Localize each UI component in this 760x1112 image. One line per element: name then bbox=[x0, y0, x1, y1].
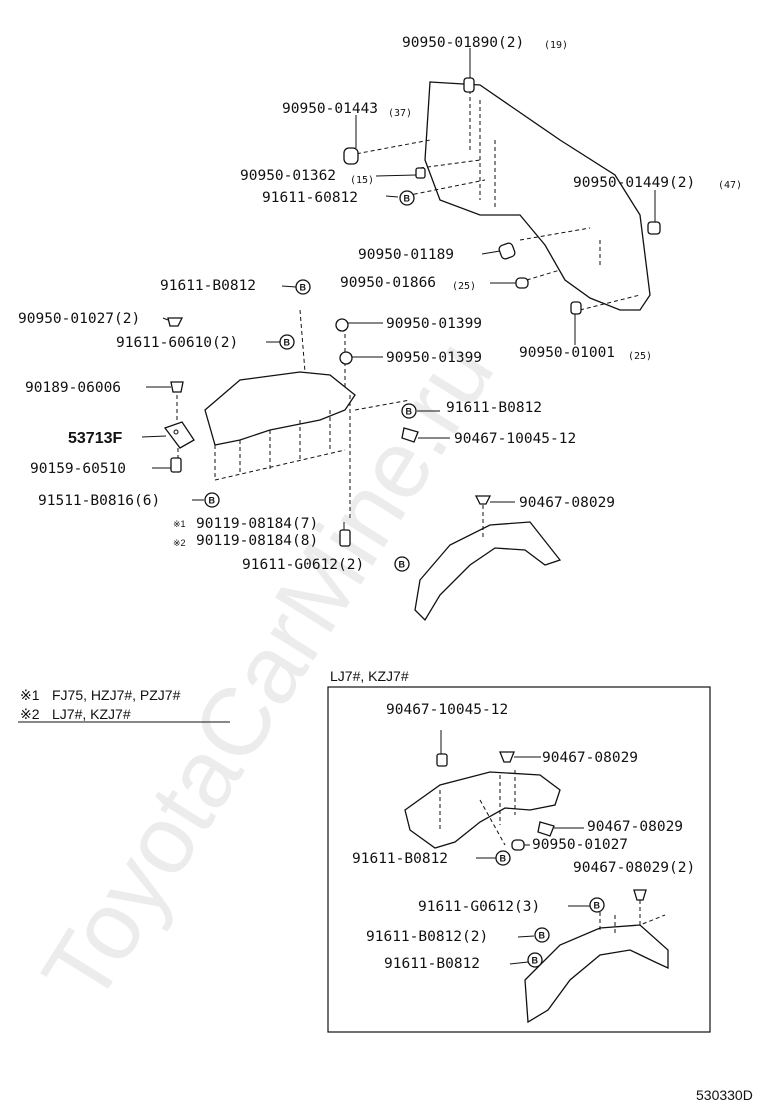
inset-callout-i3: 90467-08029 bbox=[587, 819, 683, 835]
callout-c7: 90950-01866 bbox=[340, 275, 436, 291]
figure-code: 530330D bbox=[696, 1087, 753, 1103]
inset-callout-i8: 91611-B0812(2) bbox=[366, 929, 488, 945]
callout-c6: 90950-01189 bbox=[358, 247, 454, 263]
callout-c1: 90950-01890(2) bbox=[402, 35, 524, 51]
bolt-symbol-icon: B bbox=[394, 556, 410, 572]
svg-text:B: B bbox=[594, 901, 601, 911]
leader-lines bbox=[141, 48, 656, 530]
svg-text:B: B bbox=[284, 338, 291, 348]
callout-c21-mark: ※1 bbox=[173, 519, 186, 529]
note-1-text: FJ75, HZJ7#, PZJ7# bbox=[52, 687, 181, 703]
callout-c8: 91611-B0812 bbox=[160, 278, 256, 294]
svg-text:B: B bbox=[539, 931, 546, 941]
callout-c13: 90950-01001 bbox=[519, 345, 615, 361]
callout-c2-size: (37) bbox=[388, 108, 412, 119]
bolt-symbol-icon: B bbox=[279, 334, 295, 350]
callout-c9: 90950-01027(2) bbox=[18, 311, 140, 327]
callout-c15: 91611-B0812 bbox=[446, 400, 542, 416]
svg-text:B: B bbox=[399, 560, 406, 570]
callout-c13-size: (25) bbox=[628, 351, 652, 362]
svg-text:B: B bbox=[406, 407, 413, 417]
inset-callout-i4: 90950-01027 bbox=[532, 837, 628, 853]
applicability-notes: ※1 FJ75, HZJ7#, PZJ7# ※2 LJ7#, KZJ7# bbox=[18, 687, 230, 723]
callout-c17: 90467-10045-12 bbox=[454, 431, 576, 447]
inset-title: LJ7#, KZJ7# bbox=[330, 668, 409, 684]
callout-c18: 90159-60510 bbox=[30, 461, 126, 477]
bolt-symbols: B B B B B B bbox=[204, 190, 417, 572]
bolt-symbol-icon: B bbox=[399, 190, 415, 206]
upper-fender-liner bbox=[349, 81, 651, 311]
note-2-mark: ※2 bbox=[20, 706, 40, 722]
callout-c3-size: (15) bbox=[350, 175, 374, 186]
callout-c22: 90119-08184(8) bbox=[196, 533, 318, 549]
callout-c22-mark: ※2 bbox=[173, 538, 186, 548]
inset-panel: LJ7#, KZJ7# B B B B 90467-10045-12 bbox=[327, 668, 711, 1033]
callout-c12: 90950-01399 bbox=[386, 350, 482, 366]
inset-callout-i7: 91611-G0612(3) bbox=[418, 899, 540, 915]
svg-text:B: B bbox=[300, 283, 307, 293]
callout-c3: 90950-01362 bbox=[240, 168, 336, 184]
callout-c14: 90189-06006 bbox=[25, 380, 121, 396]
callout-c5-size: (47) bbox=[718, 180, 742, 191]
inset-callout-i5: 91611-B0812 bbox=[352, 851, 448, 867]
bolt-symbol-icon: B bbox=[495, 850, 511, 866]
bracket-53713F bbox=[163, 395, 195, 465]
grommets bbox=[167, 77, 661, 547]
note-1-mark: ※1 bbox=[20, 687, 40, 703]
svg-text:B: B bbox=[404, 194, 411, 204]
callout-c4: 91611-60812 bbox=[262, 190, 358, 206]
inset-callout-i9: 91611-B0812 bbox=[384, 956, 480, 972]
callout-labels: 90950-01890(2) (19) 90950-01443 (37) 909… bbox=[18, 35, 742, 573]
callout-c1-size: (19) bbox=[544, 40, 568, 51]
bolt-symbol-icon: B bbox=[534, 927, 550, 943]
callout-c19: 91511-B0816(6) bbox=[38, 493, 160, 509]
callout-c16: 53713F bbox=[68, 430, 122, 447]
bolt-symbol-icon: B bbox=[589, 897, 605, 913]
callout-c11: 91611-60610(2) bbox=[116, 335, 238, 351]
lower-mudguard bbox=[414, 505, 562, 622]
bolt-symbol-icon: B bbox=[295, 279, 311, 295]
bolt-symbol-icon: B bbox=[204, 492, 220, 508]
center-panel bbox=[204, 309, 411, 520]
svg-text:B: B bbox=[209, 496, 216, 506]
inset-callout-i2: 90467-08029 bbox=[542, 750, 638, 766]
callout-c5: 90950-01449(2) bbox=[573, 175, 695, 191]
note-2-text: LJ7#, KZJ7# bbox=[52, 706, 131, 722]
callout-c7-size: (25) bbox=[452, 281, 476, 292]
callout-c10: 90950-01399 bbox=[386, 316, 482, 332]
callout-c2: 90950-01443 bbox=[282, 101, 378, 117]
inset-callout-i1: 90467-10045-12 bbox=[386, 702, 508, 718]
svg-text:B: B bbox=[532, 956, 539, 966]
bolt-symbol-icon: B bbox=[527, 952, 543, 968]
bolt-symbol-icon: B bbox=[401, 403, 417, 419]
svg-text:B: B bbox=[500, 854, 507, 864]
inset-callout-i6: 90467-08029(2) bbox=[573, 860, 695, 876]
callout-c21: 90119-08184(7) bbox=[196, 516, 318, 532]
callout-c23: 91611-G0612(2) bbox=[242, 557, 364, 573]
callout-c20: 90467-08029 bbox=[519, 495, 615, 511]
